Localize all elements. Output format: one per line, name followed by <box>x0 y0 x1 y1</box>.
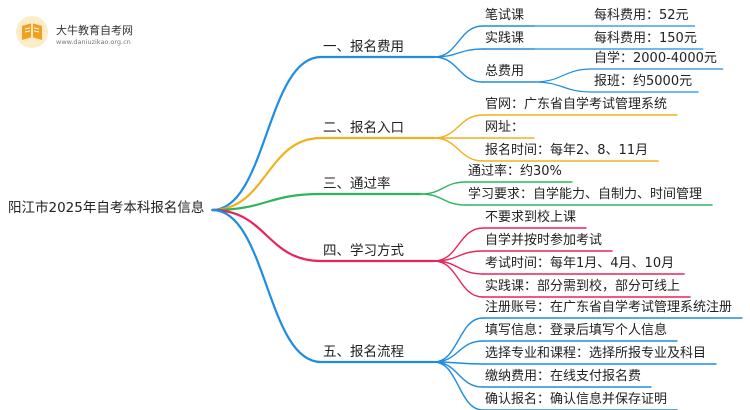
leaf-no-campus: 不要求到校上课 <box>485 210 577 225</box>
child-connector <box>419 193 467 206</box>
branch-connector <box>211 208 323 364</box>
logo-title: 大牛教育自考网 <box>56 24 133 37</box>
sub-total-fee: 总费用 <box>485 64 525 79</box>
leaf-fill-info: 填写信息：登录后填写个人信息 <box>485 323 668 338</box>
branch-connector <box>211 208 323 263</box>
logo-url: www.daniuzikao.org.cn <box>56 38 131 46</box>
leaf-register-account: 注册账号：在广东省自学考试管理系统注册 <box>485 300 733 315</box>
branch-connector <box>211 136 323 212</box>
grandchild-connector <box>533 68 593 83</box>
child-connector <box>433 361 484 410</box>
child-connector <box>433 114 484 139</box>
leaf-confirm-registration: 确认报名：确认信息并保存证明 <box>485 392 668 407</box>
sub-written-course: 笔试课 <box>485 8 525 23</box>
branch-connector <box>211 192 323 212</box>
branch-registration-fee: 一、报名费用 <box>323 39 404 55</box>
leaf-self-study-fee: 自学：2000-4000元 <box>594 51 717 66</box>
leaf-study-requirement: 学习要求：自学能力、自制力、时间管理 <box>468 187 703 202</box>
site-logo: 大牛教育自考网 www.daniuzikao.org.cn <box>14 14 174 54</box>
child-connector <box>433 317 484 363</box>
child-connector <box>433 137 484 162</box>
leaf-registration-time: 报名时间：每年2、8、11月 <box>485 143 649 158</box>
child-connector <box>433 361 484 388</box>
child-connector <box>433 260 484 298</box>
leaf-written-fee: 每科费用：52元 <box>594 8 689 23</box>
branch-registration-process: 五、报名流程 <box>323 344 404 360</box>
leaf-website: 网址： <box>485 120 525 135</box>
grandchild-connector <box>533 81 593 93</box>
leaf-pay-fee: 缴纳费用：在线支付报名费 <box>485 369 642 384</box>
leaf-self-study-exam: 自学并按时参加考试 <box>485 233 603 248</box>
book-logo-icon <box>16 16 48 48</box>
sub-practical-course: 实践课 <box>485 31 525 46</box>
leaf-exam-time: 考试时间：每年1月、4月、10月 <box>485 256 675 271</box>
child-connector <box>433 56 484 83</box>
branch-connector <box>211 55 323 212</box>
leaf-official-site: 官网：广东省自学考试管理系统 <box>485 97 668 112</box>
child-connector <box>419 181 467 195</box>
leaf-practical-mode: 实践课：部分需到校，部分可线上 <box>485 279 681 294</box>
leaf-choose-major: 选择专业和课程：选择所报专业及科目 <box>485 346 707 361</box>
branch-registration-entry: 二、报名入口 <box>323 120 404 136</box>
root-topic: 阳江市2025年自考本科报名信息 <box>8 200 205 216</box>
branch-study-mode: 四、学习方式 <box>323 243 404 259</box>
leaf-practical-fee: 每科费用：150元 <box>594 31 697 46</box>
leaf-pass-rate: 通过率：约30% <box>468 164 562 179</box>
leaf-class-fee: 报班：约5000元 <box>594 74 693 89</box>
child-connector <box>433 340 484 363</box>
branch-pass-rate: 三、通过率 <box>323 176 391 192</box>
